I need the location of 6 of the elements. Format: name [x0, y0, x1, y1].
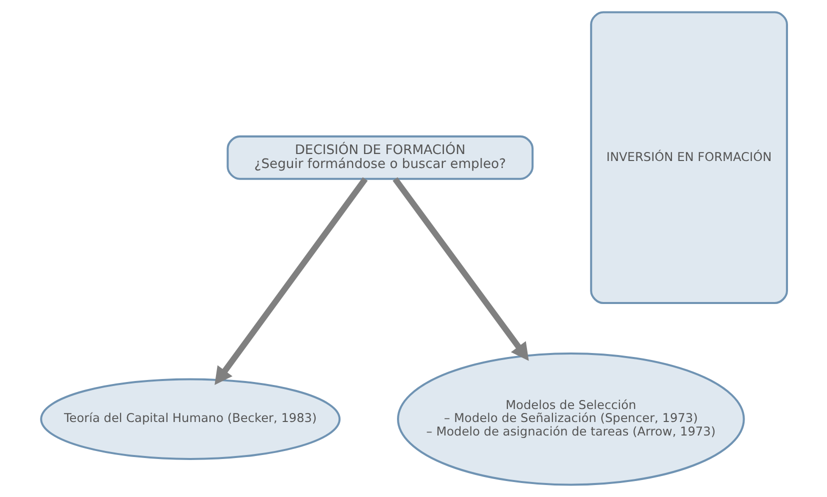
node-box: INVERSIÓN EN FORMACIÓN: [590, 11, 788, 304]
node-ellipse: Teoría del Capital Humano (Becker, 1983): [40, 378, 340, 460]
arrow: [392, 177, 528, 361]
node-box: DECISIÓN DE FORMACIÓN ¿Seguir formándose o buscar empleo?: [226, 135, 534, 180]
arrow: [214, 177, 368, 385]
node-ellipse: Modelos de Selección – Modelo de Señalización (Spencer, 1973) – Modelo de asignación de tareas (Arrow, 1973): [396, 352, 744, 486]
